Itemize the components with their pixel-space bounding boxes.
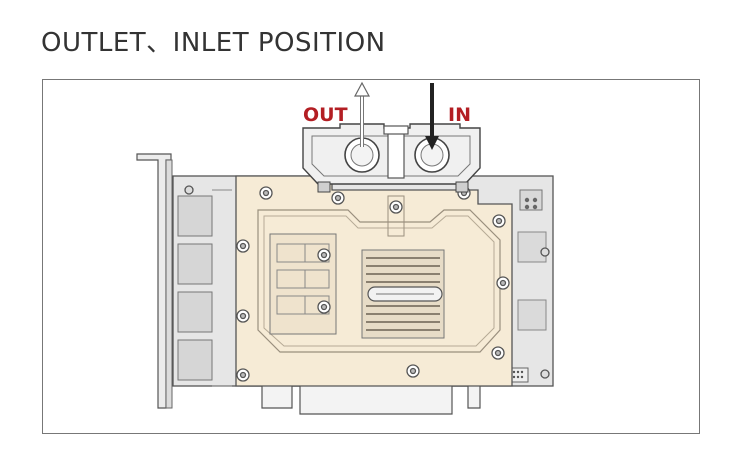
inlet-arrow [425, 83, 439, 150]
page-title: OUTLET、INLET POSITION [41, 28, 386, 58]
inlet-label: IN [448, 104, 471, 126]
terminal-block [302, 123, 481, 193]
pcie-edge-connector [240, 385, 481, 415]
outlet-label: OUT [303, 104, 348, 126]
waterblock-plate [235, 175, 513, 387]
pci-bracket [136, 153, 173, 409]
outlet-arrow [353, 81, 371, 147]
